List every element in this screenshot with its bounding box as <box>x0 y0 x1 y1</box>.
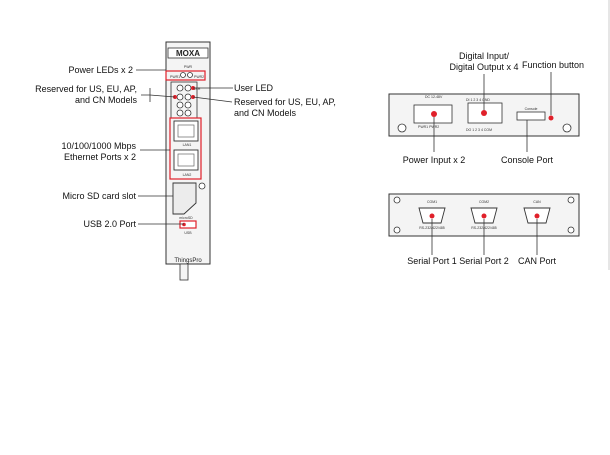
usb-text: USB <box>184 231 192 235</box>
label-can-port: CAN Port <box>517 256 556 266</box>
power-led-highlight <box>165 70 206 81</box>
front-leader-lines <box>136 69 233 225</box>
reserved-led-4-icon <box>184 101 192 109</box>
dc-text: DC 12-48V <box>425 95 443 99</box>
top-screw-left-icon <box>397 123 407 133</box>
label-usb: USB 2.0 Port <box>83 219 136 229</box>
label-dio-1: Digital Input/ <box>458 51 510 61</box>
label-reserved-left-1: Reserved for US, EU, AP, <box>35 84 137 94</box>
pwr-header-text: PWR <box>184 65 193 69</box>
do-text: DO 1 2 3 4 COM <box>466 128 492 132</box>
leader-reserved-right <box>192 96 233 103</box>
label-ethernet-2: Ethernet Ports x 2 <box>63 152 136 162</box>
lan1-jack <box>177 124 195 138</box>
callout-dot-serial-2 <box>481 213 487 219</box>
can-small-text: CAN <box>533 200 541 204</box>
sd-text: microSD <box>179 216 193 220</box>
label-user-led: User LED <box>234 83 274 93</box>
pwr-terminal-text: PWR1 PWR2 <box>418 125 439 129</box>
reset-screw-icon <box>198 182 206 190</box>
bottom-screw-tr-icon <box>567 196 575 204</box>
callout-dot-power <box>431 111 437 117</box>
bottom-screw-bl-icon <box>393 226 401 234</box>
com2-text: COM2 <box>479 200 489 204</box>
label-power-input: Power Input x 2 <box>402 155 466 165</box>
lan2-port-icon <box>173 149 199 171</box>
com1-text: COM1 <box>427 200 437 204</box>
bottom-screw-tl-icon <box>393 196 401 204</box>
ground-terminal <box>179 263 189 281</box>
label-serial-2: Serial Port 2 <box>459 256 509 266</box>
label-power-leds: Power LEDs x 2 <box>68 65 133 75</box>
di-text: DI 1 2 3 4 GND <box>466 98 490 102</box>
device-front: MOXA PWR PWR1 PWR2 USR LAN1 LAN2 <box>165 41 211 281</box>
label-serial-1: Serial Port 1 <box>407 256 457 266</box>
brand-logo: MOXA <box>176 49 200 58</box>
product-name: ThingsPro <box>174 258 202 264</box>
reserved-led-6-icon <box>184 109 192 117</box>
brand-plate <box>167 47 209 59</box>
label-function-button: Function button <box>521 60 585 70</box>
label-reserved-right-2: and CN Models <box>234 108 297 118</box>
lan1-text: LAN1 <box>183 143 192 147</box>
reserved-led-3-icon <box>176 101 184 109</box>
reserved-led-2-icon <box>184 93 192 101</box>
usb-port-icon <box>179 220 197 229</box>
lan1-port-icon <box>173 120 199 142</box>
reserved-led-1-icon <box>176 93 184 101</box>
console-port-icon <box>516 111 546 121</box>
callout-dot-dio <box>481 110 487 116</box>
bottom-screw-br-icon <box>567 226 575 234</box>
label-console-port: Console Port <box>500 155 554 165</box>
function-button-icon <box>548 115 554 121</box>
sd-slot-cover <box>172 182 197 215</box>
callout-dot-can <box>534 213 540 219</box>
reserved-led-5-icon <box>176 109 184 117</box>
ethernet-highlight <box>169 117 202 180</box>
usr-text: USR <box>193 87 201 91</box>
pwr2-text: PWR2 <box>194 75 204 79</box>
bottom-leader-lines <box>431 219 538 255</box>
user-led-icon <box>184 84 192 92</box>
pwr1-text: PWR1 <box>170 75 180 79</box>
label-reserved-left-2: and CN Models <box>74 95 137 105</box>
pwr2-led-icon <box>187 72 193 78</box>
user-led-left-icon <box>176 84 184 92</box>
lan2-text: LAN2 <box>183 173 192 177</box>
console-small-text: Console <box>525 107 538 111</box>
label-micro-sd: Micro SD card slot <box>62 191 136 201</box>
label-ethernet-1: 10/100/1000 Mbps <box>61 141 136 151</box>
lan2-jack <box>177 153 195 167</box>
callout-dot-usb <box>182 222 186 227</box>
top-screw-right-icon <box>562 123 572 133</box>
top-leader-lines <box>433 72 552 152</box>
label-reserved-right-1: Reserved for US, EU, AP, <box>234 97 336 107</box>
label-dio-2: Digital Output x 4 <box>449 62 519 72</box>
pwr1-led-icon <box>180 72 186 78</box>
callout-dot-serial-1 <box>429 213 435 219</box>
